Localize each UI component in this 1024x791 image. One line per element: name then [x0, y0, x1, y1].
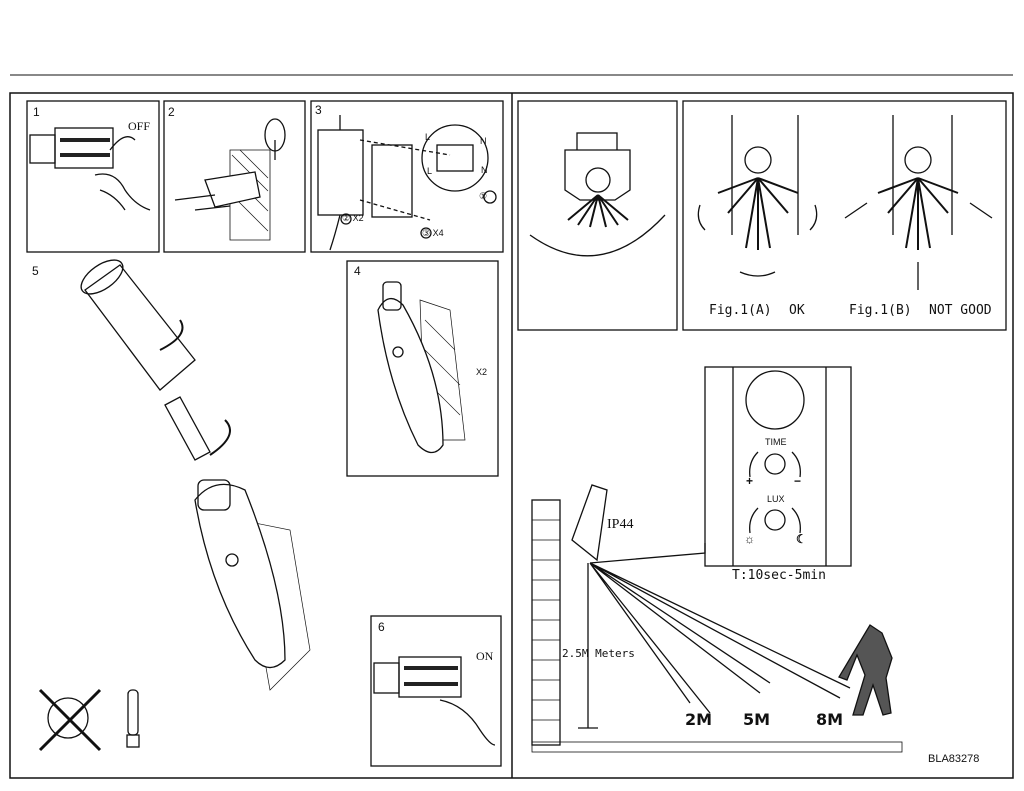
moon-icon: ☾ — [796, 532, 807, 546]
fig1b-verdict: NOT GOOD — [929, 303, 992, 318]
time-knob — [764, 453, 786, 475]
on-label: ON — [476, 649, 494, 663]
callout-x2: X2 — [476, 367, 488, 377]
wire-label-l1: L — [425, 132, 431, 142]
panel-2 — [163, 100, 306, 253]
panel-fig1 — [682, 100, 1007, 331]
installation-scene — [531, 484, 903, 753]
callout-3: ③ X4 — [422, 228, 444, 238]
lamp-mount — [377, 281, 466, 454]
distance-8m: 8M — [816, 710, 844, 729]
callout-2: ② X2 — [342, 213, 364, 223]
model-code: BLA83278 — [928, 753, 980, 765]
brick-wall — [531, 499, 561, 746]
step-number-1: 1 — [33, 105, 40, 119]
time-label: TIME — [765, 437, 787, 447]
fig1b-drawing — [844, 115, 993, 290]
panel-sensor-front — [517, 100, 678, 331]
fig1b-label: Fig.1(B) — [849, 303, 912, 318]
step-number-2: 2 — [168, 105, 175, 119]
fig1a-verdict: OK — [789, 303, 805, 318]
callout-1: ① — [479, 191, 488, 201]
no-bulb-icon — [38, 688, 102, 752]
panel-6 — [370, 615, 502, 767]
cfl-bulb-icon — [126, 689, 140, 748]
wire-label-n2: N — [481, 165, 488, 175]
lamp-exploded — [80, 259, 311, 691]
distance-5m: 5M — [743, 710, 771, 729]
fig1a-label: Fig.1(A) — [709, 303, 772, 318]
sun-icon: ☼ — [744, 532, 755, 546]
sensor-front — [529, 132, 666, 257]
wall-bracket — [174, 118, 286, 241]
wire-label-l2: L — [427, 166, 433, 176]
panel-4 — [346, 260, 499, 477]
time-plus: + — [746, 474, 754, 488]
step-number-4: 4 — [354, 264, 361, 278]
distance-2m: 2M — [685, 710, 713, 729]
panel-controls — [704, 366, 852, 567]
walking-person — [838, 624, 893, 716]
control-panel-drawing — [732, 367, 827, 566]
fig1a-drawing — [697, 115, 818, 277]
off-label: OFF — [128, 119, 151, 133]
terminal-block-6 — [373, 656, 496, 746]
time-minus: − — [794, 474, 802, 488]
panel-3 — [310, 100, 504, 253]
mount-height: 2.5M Meters — [562, 647, 635, 660]
lux-knob — [764, 509, 786, 531]
step-number-6: 6 — [378, 620, 385, 634]
step-number-3: 3 — [315, 103, 322, 117]
lux-label: LUX — [767, 494, 785, 504]
ip-rating: IP44 — [607, 517, 634, 532]
time-range: T:10sec-5min — [732, 568, 826, 583]
terminal-block-1 — [29, 127, 151, 211]
junction-box — [317, 115, 497, 251]
step-number-5: 5 — [32, 264, 39, 278]
panel-1 — [26, 100, 160, 253]
wire-label-n1: N — [480, 136, 487, 146]
